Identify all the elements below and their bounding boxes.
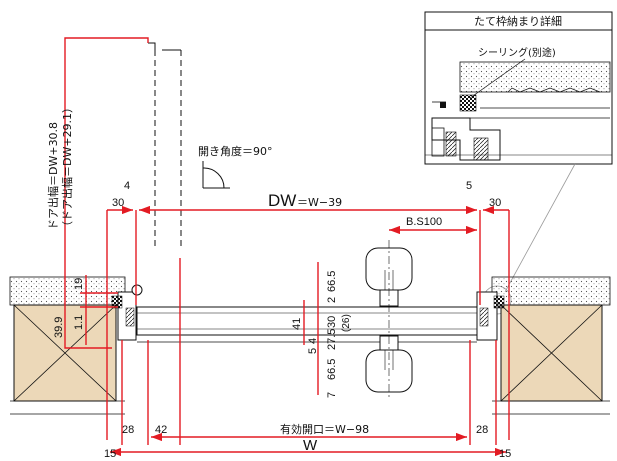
dim-right-15: 15 xyxy=(499,448,511,460)
detail-leader-line xyxy=(504,163,576,293)
frame-left xyxy=(111,284,143,341)
dim-right-5: 5 xyxy=(466,180,472,192)
dim-v-4: 4 xyxy=(307,338,319,344)
dim-right-28: 28 xyxy=(476,424,488,436)
bs-label: B.S100 xyxy=(406,216,442,228)
dim-v-5: 5 xyxy=(307,348,319,354)
dim-v-41: 41 xyxy=(291,318,303,330)
dim-left-28: 28 xyxy=(122,424,134,436)
dim-v-26: (26) xyxy=(341,314,352,332)
dim-left-39-9: 39.9 xyxy=(53,317,65,338)
frame-right xyxy=(476,291,505,341)
wall-right xyxy=(491,276,611,415)
dim-left-30: 30 xyxy=(112,197,124,209)
effective-opening-label: 有効開口＝W−98 xyxy=(280,422,369,436)
dw-label: DW xyxy=(268,191,296,210)
detail-title: たて枠納まり詳細 xyxy=(474,14,562,28)
dim-right-30: 30 xyxy=(489,197,501,209)
dim-left-19: 19 xyxy=(73,278,85,290)
dim-v-2: 2 xyxy=(326,297,338,303)
dim-v-66-5-top: 66.5 xyxy=(326,271,338,292)
opening-angle-icon xyxy=(202,161,230,189)
opening-angle-label: 開き角度＝90° xyxy=(198,144,273,158)
red-dimension-lines xyxy=(64,37,510,457)
wall-left xyxy=(9,276,126,415)
dim-left-1-1: 1.1 xyxy=(73,315,85,330)
w-label: W xyxy=(303,437,318,454)
frame-detail-inset: たて枠納まり詳細 シーリング(別途) xyxy=(424,11,613,165)
open-door-leaf xyxy=(148,42,182,250)
dw-formula: ＝W−39 xyxy=(297,196,342,209)
dim-left-42: 42 xyxy=(155,424,167,436)
door-protrusion-label: ドア出幅＝DW+30.8 xyxy=(46,122,60,230)
dimension-labels: DW ＝W−39 B.S100 4 5 30 30 28 42 28 有効開口＝… xyxy=(46,102,511,460)
dim-v-66-5-bottom: 66.5 xyxy=(326,359,338,380)
dim-v-27-5: 27.5 xyxy=(326,329,338,350)
dim-v-30: 30 xyxy=(326,316,338,328)
sealing-label: シーリング(別途) xyxy=(478,46,556,59)
door-protrusion-alt-label: （ドア出幅＝DW+29.1） xyxy=(60,102,74,232)
dim-v-7: 7 xyxy=(326,392,338,398)
dim-left-4: 4 xyxy=(124,180,130,192)
door-leaf xyxy=(136,306,478,343)
hinge-icon xyxy=(131,284,143,296)
dim-left-15: 15 xyxy=(104,448,116,460)
